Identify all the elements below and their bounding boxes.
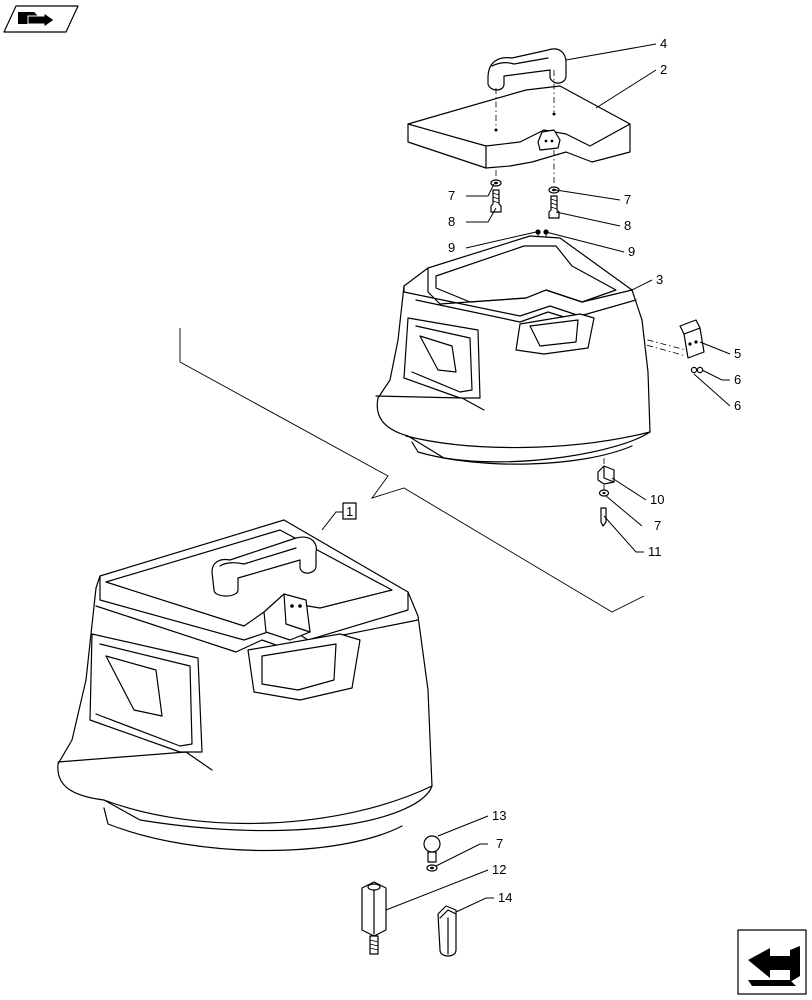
bolt-8-left — [490, 189, 502, 213]
callout-14: 14 — [498, 890, 512, 905]
callout-4: 4 — [660, 36, 667, 51]
ball-stud-part-13 — [423, 835, 441, 863]
reference-box-label: 1 — [346, 504, 353, 519]
callout-7: 7 — [654, 518, 661, 533]
washer-7-bottom — [426, 864, 438, 872]
pin-part-14 — [437, 905, 457, 957]
callout-9: 9 — [628, 244, 635, 259]
washer-7-right — [548, 186, 560, 194]
screw-part-11 — [600, 507, 607, 527]
previous-page-button[interactable] — [3, 5, 79, 33]
lid-part-2 — [407, 85, 631, 169]
assembled-weight — [57, 519, 433, 852]
callout-numbers: 4 2 7 7 8 8 9 9 3 5 6 6 10 7 11 13 7 12 … — [448, 36, 741, 905]
section-break-lines — [179, 328, 645, 613]
callout-8: 8 — [448, 214, 455, 229]
callout-7: 7 — [448, 188, 455, 203]
callout-3: 3 — [656, 272, 663, 287]
next-page-arrow-icon — [748, 946, 800, 986]
bracket-part-5 — [679, 319, 705, 359]
handle-part-4 — [487, 48, 567, 91]
bolt-8-right — [548, 195, 560, 219]
reference-box-1: 1 — [321, 502, 357, 531]
callout-11: 11 — [648, 544, 662, 559]
callout-6: 6 — [734, 398, 741, 413]
callout-13: 13 — [492, 808, 506, 823]
clip-part-10 — [597, 465, 615, 485]
callout-7: 7 — [624, 192, 631, 207]
leader-lines — [385, 43, 731, 913]
callout-8: 8 — [624, 218, 631, 233]
washer-7-lower — [598, 489, 610, 497]
washer-7-left — [490, 179, 502, 187]
pins-6 — [690, 366, 704, 374]
callout-12: 12 — [492, 862, 506, 877]
next-page-button[interactable] — [737, 929, 807, 995]
callout-10: 10 — [650, 492, 664, 507]
callout-2: 2 — [660, 62, 667, 77]
nuts-9 — [535, 229, 549, 235]
previous-page-arrow-icon — [18, 12, 55, 28]
spacer-stud-part-12 — [361, 881, 387, 955]
callout-7: 7 — [496, 836, 503, 851]
weight-body-part-3 — [375, 235, 651, 465]
callout-6: 6 — [734, 372, 741, 387]
callout-5: 5 — [734, 346, 741, 361]
callout-9: 9 — [448, 240, 455, 255]
